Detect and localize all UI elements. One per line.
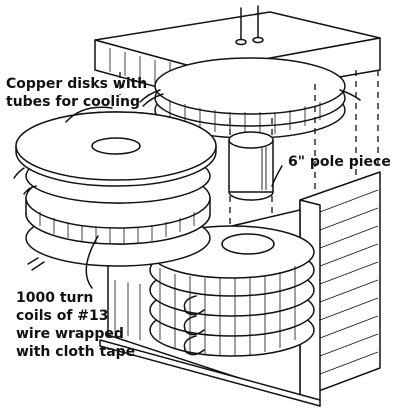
label-coils-2: coils of #13 — [16, 308, 109, 324]
labels: Copper disks with tubes for cooling 6" p… — [6, 76, 391, 360]
leader-coils — [85, 235, 99, 289]
leader-lines — [65, 106, 283, 289]
bolt-right — [252, 5, 264, 44]
label-coils-3: wire wrapped — [16, 326, 124, 342]
bolt-left — [235, 7, 247, 46]
leader-pole-piece — [271, 165, 283, 187]
label-copper-disks-1: Copper disks with — [6, 76, 147, 92]
leader-copper-disks — [65, 106, 113, 123]
label-pole-piece: 6" pole piece — [288, 154, 391, 170]
label-copper-disks-2: tubes for cooling — [6, 94, 140, 110]
label-coils-4: with cloth tape — [16, 344, 135, 360]
label-coils-1: 1000 turn — [16, 290, 93, 306]
exploded-disk-stack — [13, 111, 217, 271]
pole-piece — [228, 131, 274, 201]
